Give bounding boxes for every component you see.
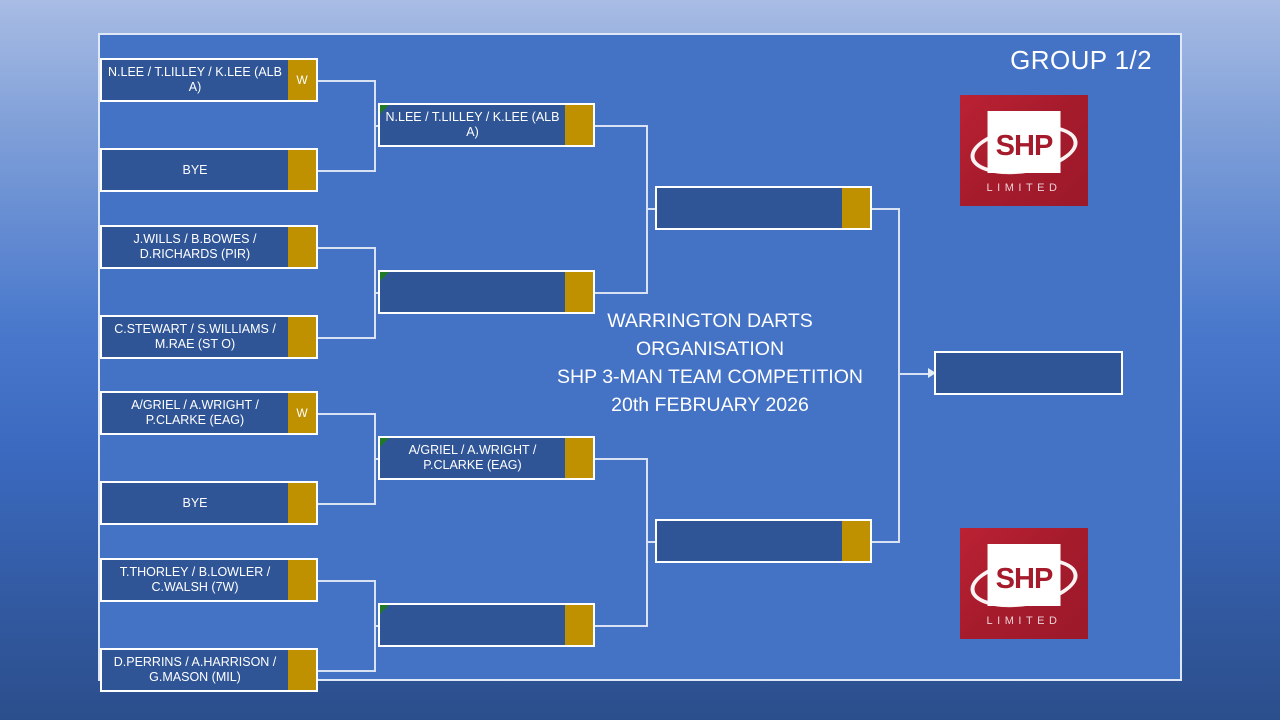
team-name[interactable] bbox=[657, 521, 842, 561]
connector-line bbox=[898, 208, 900, 542]
connector-line bbox=[318, 580, 376, 582]
group-title: GROUP 1/2 bbox=[1010, 45, 1152, 75]
logo-white-square bbox=[987, 110, 1061, 173]
team-name[interactable]: BYE bbox=[102, 483, 288, 523]
team-name[interactable] bbox=[657, 188, 842, 228]
match-row-r1-1[interactable]: N.LEE / T.LILLEY / K.LEE (ALB A) W bbox=[100, 58, 318, 102]
shp-logo-bottom: SHP LIMITED bbox=[960, 528, 1088, 639]
logo-white-square bbox=[987, 543, 1061, 606]
match-row-r1-5[interactable]: A/GRIEL / A.WRIGHT / P.CLARKE (EAG) W bbox=[100, 391, 318, 435]
team-name[interactable]: D.PERRINS / A.HARRISON / G.MASON (MIL) bbox=[102, 650, 288, 690]
team-name[interactable]: T.THORLEY / B.LOWLER / C.WALSH (7W) bbox=[102, 560, 288, 600]
match-score[interactable] bbox=[288, 560, 316, 600]
shp-logo-top: SHP LIMITED bbox=[960, 95, 1088, 206]
match-row-final[interactable] bbox=[934, 351, 1123, 395]
logo-shp-text: SHP bbox=[995, 129, 1054, 162]
match-row-r2-1[interactable]: N.LEE / T.LILLEY / K.LEE (ALB A) bbox=[378, 103, 595, 147]
bracket-panel: GROUP 1/2 SHP LIMITED SHP LIMITED WARRIN… bbox=[98, 33, 1182, 692]
logo-shp-text: SHP bbox=[995, 562, 1054, 595]
match-row-r1-2[interactable]: BYE bbox=[100, 148, 318, 192]
connector-line bbox=[318, 503, 376, 505]
match-score[interactable] bbox=[565, 438, 593, 478]
match-score[interactable] bbox=[288, 150, 316, 190]
connector-line bbox=[872, 541, 900, 543]
team-name[interactable] bbox=[380, 605, 565, 645]
team-name[interactable]: N.LEE / T.LILLEY / K.LEE (ALB A) bbox=[380, 105, 565, 145]
team-name[interactable]: A/GRIEL / A.WRIGHT / P.CLARKE (EAG) bbox=[380, 438, 565, 478]
team-name[interactable] bbox=[936, 353, 1121, 393]
connector-line bbox=[872, 208, 900, 210]
match-row-r1-4[interactable]: C.STEWART / S.WILLIAMS / M.RAE (ST O) bbox=[100, 315, 318, 359]
team-name[interactable]: J.WILLS / B.BOWES / D.RICHARDS (PIR) bbox=[102, 227, 288, 267]
match-score[interactable]: W bbox=[288, 393, 316, 433]
match-row-r1-3[interactable]: J.WILLS / B.BOWES / D.RICHARDS (PIR) bbox=[100, 225, 318, 269]
connector-line bbox=[318, 413, 376, 415]
connector-line bbox=[318, 670, 376, 672]
match-row-r1-8[interactable]: D.PERRINS / A.HARRISON / G.MASON (MIL) bbox=[100, 648, 318, 692]
connector-line bbox=[318, 170, 376, 172]
match-row-r3-2[interactable] bbox=[655, 519, 872, 563]
connector-line bbox=[898, 373, 930, 375]
match-score[interactable] bbox=[842, 188, 870, 228]
match-score[interactable] bbox=[565, 605, 593, 645]
match-score[interactable] bbox=[842, 521, 870, 561]
match-score[interactable] bbox=[288, 483, 316, 523]
match-score[interactable] bbox=[288, 650, 316, 690]
match-score[interactable] bbox=[288, 317, 316, 357]
match-score[interactable] bbox=[565, 105, 593, 145]
team-name[interactable]: A/GRIEL / A.WRIGHT / P.CLARKE (EAG) bbox=[102, 393, 288, 433]
match-row-r1-6[interactable]: BYE bbox=[100, 481, 318, 525]
logo-limited-text: LIMITED bbox=[986, 614, 1062, 627]
team-name[interactable] bbox=[380, 272, 565, 312]
match-row-r3-1[interactable] bbox=[655, 186, 872, 230]
connector-line bbox=[595, 125, 648, 127]
connector-line bbox=[595, 625, 648, 627]
connector-arrow bbox=[928, 368, 936, 378]
match-score[interactable] bbox=[288, 227, 316, 267]
event-heading: WARRINGTON DARTS ORGANISATION SHP 3-MAN … bbox=[557, 310, 863, 416]
match-row-r2-4[interactable] bbox=[378, 603, 595, 647]
connector-line bbox=[318, 247, 376, 249]
match-row-r2-3[interactable]: A/GRIEL / A.WRIGHT / P.CLARKE (EAG) bbox=[378, 436, 595, 480]
match-score[interactable] bbox=[565, 272, 593, 312]
match-row-r2-2[interactable] bbox=[378, 270, 595, 314]
team-name[interactable]: BYE bbox=[102, 150, 288, 190]
connector-line bbox=[318, 80, 376, 82]
logo-limited-text: LIMITED bbox=[986, 181, 1062, 194]
match-score[interactable]: W bbox=[288, 60, 316, 100]
connector-line bbox=[318, 337, 376, 339]
team-name[interactable]: N.LEE / T.LILLEY / K.LEE (ALB A) bbox=[102, 60, 288, 100]
connector-line bbox=[595, 458, 648, 460]
team-name[interactable]: C.STEWART / S.WILLIAMS / M.RAE (ST O) bbox=[102, 317, 288, 357]
match-row-r1-7[interactable]: T.THORLEY / B.LOWLER / C.WALSH (7W) bbox=[100, 558, 318, 602]
connector-line bbox=[595, 292, 648, 294]
